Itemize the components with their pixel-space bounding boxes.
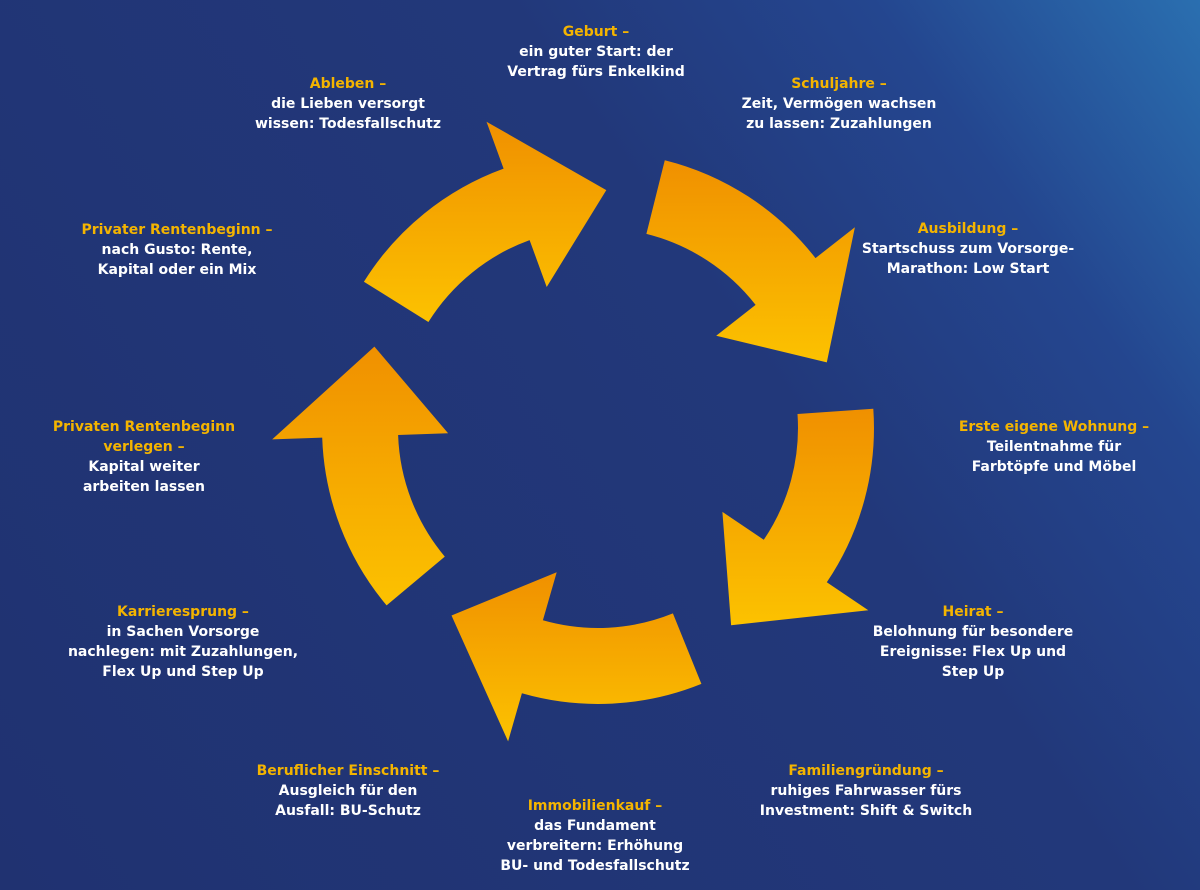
stage-desc-line: Kapital oder ein Mix — [97, 262, 257, 278]
stage-heirat: Heirat – Belohnung für besondere Ereigni… — [843, 602, 1103, 682]
stage-desc-line: Flex Up und Step Up — [102, 664, 264, 680]
cycle-arrow-bottom-left — [451, 572, 702, 742]
stage-title: Immobilienkauf – — [527, 798, 663, 814]
stage-desc-line: Step Up — [941, 664, 1005, 680]
stage-title: Ableben – — [309, 76, 387, 92]
stage-desc-line: Marathon: Low Start — [886, 261, 1050, 277]
stage-title: Heirat – — [942, 604, 1004, 620]
stage-desc-line: Investment: Shift & Switch — [759, 803, 973, 819]
stage-beruflicher-einschnitt: Beruflicher Einschnitt – Ausgleich für d… — [218, 761, 478, 821]
stage-desc-line: BU- und Todesfallschutz — [500, 858, 690, 874]
cycle-arrow-top — [363, 121, 607, 322]
stage-desc-line: Ausfall: BU-Schutz — [275, 803, 421, 819]
stage-title: Schuljahre – — [791, 76, 887, 92]
stage-desc-line: verbreitern: Erhöhung — [506, 838, 684, 854]
stage-rentenbeginn-verlegen: Privaten Rentenbeginn verlegen – Kapital… — [14, 417, 274, 497]
stage-desc-line: Zeit, Vermögen wachsen — [741, 96, 937, 112]
stage-privater-rentenbeginn: Privater Rentenbeginn – nach Gusto: Rent… — [47, 220, 307, 280]
cycle-arrow-bottom-right — [722, 408, 874, 626]
stage-ausbildung: Ausbildung – Startschuss zum Vorsorge- M… — [838, 219, 1098, 279]
stage-title: Erste eigene Wohnung – — [958, 419, 1150, 435]
stage-familiengruendung: Familiengründung – ruhiges Fahrwasser fü… — [736, 761, 996, 821]
stage-desc-line: Ausgleich für den — [278, 783, 418, 799]
stage-desc-line: nach Gusto: Rente, — [101, 242, 253, 258]
stage-title: Beruflicher Einschnitt – — [256, 763, 440, 779]
stage-title: Karrieresprung – — [117, 604, 249, 620]
stage-desc-line: die Lieben versorgt — [271, 96, 425, 112]
cycle-arrow-right — [646, 160, 855, 363]
stage-schuljahre: Schuljahre – Zeit, Vermögen wachsen zu l… — [709, 74, 969, 134]
stage-desc-line: in Sachen Vorsorge — [106, 624, 260, 640]
cycle-arrow-left — [272, 346, 449, 606]
stage-desc-line: ein guter Start: der — [519, 44, 673, 60]
stage-title: Ausbildung – — [917, 221, 1019, 237]
stage-karrieresprung: Karrieresprung – in Sachen Vorsorge nach… — [53, 602, 313, 682]
stage-title: Privaten Rentenbeginn — [52, 419, 236, 435]
stage-desc-line: zu lassen: Zuzahlungen — [746, 116, 932, 132]
stage-geburt: Geburt – ein guter Start: der Vertrag fü… — [466, 22, 726, 82]
stage-desc-line: Belohnung für besondere — [872, 624, 1074, 640]
stage-desc-line: wissen: Todesfallschutz — [254, 116, 442, 132]
stage-desc-line: arbeiten lassen — [82, 479, 206, 495]
stage-immobilienkauf: Immobilienkauf – das Fundament verbreite… — [465, 796, 725, 876]
stage-desc-line: ruhiges Fahrwasser fürs — [770, 783, 962, 799]
stage-title: Privater Rentenbeginn – — [81, 222, 273, 238]
stage-desc-line: Kapital weiter — [88, 459, 200, 475]
stage-title: Familiengründung – — [788, 763, 944, 779]
stage-ableben: Ableben – die Lieben versorgt wissen: To… — [218, 74, 478, 134]
stage-desc-line: Teilentnahme für — [986, 439, 1122, 455]
stage-desc-line: Vertrag fürs Enkelkind — [507, 64, 685, 80]
stage-title: verlegen – — [103, 439, 185, 455]
stage-desc-line: das Fundament — [534, 818, 656, 834]
stage-desc-line: Ereignisse: Flex Up und — [879, 644, 1067, 660]
stage-desc-line: nachlegen: mit Zuzahlungen, — [67, 644, 299, 660]
stage-desc-line: Farbtöpfe und Möbel — [971, 459, 1137, 475]
stage-title: Geburt – — [562, 24, 630, 40]
stage-desc-line: Startschuss zum Vorsorge- — [861, 241, 1075, 257]
stage-erste-wohnung: Erste eigene Wohnung – Teilentnahme für … — [924, 417, 1184, 477]
